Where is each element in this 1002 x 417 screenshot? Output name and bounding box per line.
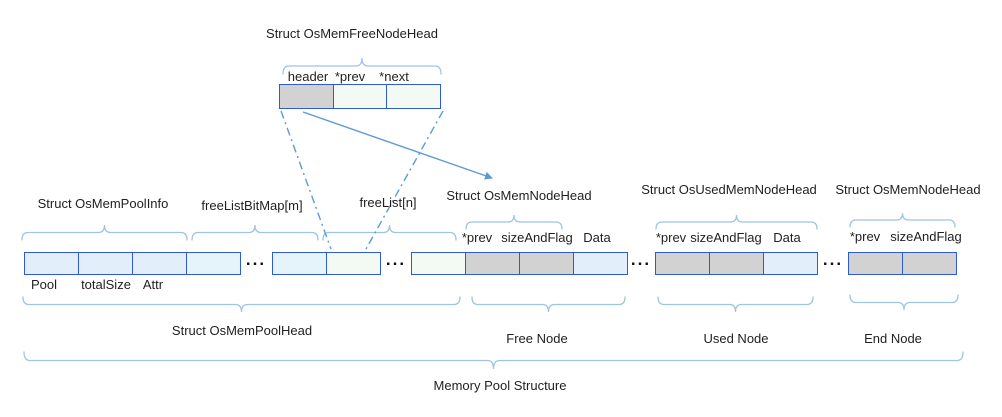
used-node-cells [655, 252, 818, 275]
cell-freelist-first [326, 253, 380, 274]
field-label-prev: *prev [334, 69, 366, 84]
brace-free-list-bitmap [191, 224, 319, 241]
used-node-field-sizeandflag: sizeAndFlag [690, 230, 762, 245]
memory-pool-caption: Memory Pool Structure [433, 378, 567, 393]
cell-attr [132, 253, 186, 274]
free-node-caption: Free Node [506, 331, 568, 346]
arrow-connector [302, 111, 493, 180]
cell-free-prev [465, 253, 519, 274]
cell-pool [25, 253, 78, 274]
freelist-and-free-node-cells [411, 252, 628, 275]
brace-memory-pool [23, 351, 964, 370]
pool-info-and-bitmap-cells [24, 252, 241, 275]
end-node-caption: End Node [864, 331, 922, 346]
cell-free-data [573, 253, 627, 274]
end-node-field-sizeandflag: sizeAndFlag [890, 229, 962, 244]
projection-line-right [365, 110, 444, 250]
end-node-field-prev: *prev [849, 229, 881, 244]
cell-bitmap-last [273, 253, 326, 274]
used-node-field-data: Data [773, 230, 801, 245]
free-node-head-title: Struct OsMemFreeNodeHead [266, 26, 438, 41]
cell-head-next [386, 85, 441, 108]
ellipsis-free-used: ... [630, 250, 652, 269]
brace-free-node [471, 296, 626, 313]
end-node-cells [848, 252, 957, 275]
free-node-title: Struct OsMemNodeHead [446, 188, 592, 203]
end-node-title: Struct OsMemNodeHead [835, 182, 981, 197]
brace-free-node-head-fields [465, 214, 563, 230]
free-node-field-prev: *prev [461, 230, 493, 245]
pool-field-pool: Pool [30, 277, 58, 292]
free-node-head-box [279, 84, 441, 109]
brace-end-node [849, 294, 959, 311]
brace-used-node [657, 296, 814, 313]
bitmap-and-freelist-cells [272, 252, 381, 275]
cell-head-prev [332, 85, 387, 108]
used-node-title: Struct OsUsedMemNodeHead [641, 182, 817, 197]
ellipsis-bitmap: ... [245, 250, 267, 269]
cell-bitmap-first [186, 253, 240, 274]
cell-head-header [280, 85, 333, 108]
pool-field-totalsize: totalSize [81, 277, 131, 292]
projection-line-left [280, 110, 332, 250]
free-node-field-sizeandflag: sizeAndFlag [501, 230, 573, 245]
cell-totalsize [78, 253, 132, 274]
pool-info-title: Struct OsMemPoolInfo [37, 196, 169, 211]
cell-end-prev [849, 253, 902, 274]
cell-free-sizeandflag [519, 253, 573, 274]
ellipsis-freelist: ... [385, 250, 407, 269]
brace-pool-info [21, 224, 188, 241]
field-label-header: header [287, 69, 329, 84]
cell-used-prev [656, 253, 709, 274]
brace-pool-head [22, 296, 461, 313]
free-list-bitmap-title: freeListBitMap[m] [201, 198, 303, 213]
field-label-next: *next [379, 69, 409, 84]
pool-field-attr: Attr [142, 277, 164, 292]
cell-freelist-last [412, 253, 465, 274]
pool-head-caption: Struct OsMemPoolHead [171, 323, 313, 338]
brace-end-node-head-fields [849, 212, 956, 228]
free-node-field-data: Data [583, 230, 611, 245]
brace-free-list [322, 224, 457, 241]
cell-end-sizeandflag [902, 253, 956, 274]
used-node-field-prev: *prev [655, 230, 687, 245]
used-node-caption: Used Node [703, 331, 769, 346]
free-list-title: freeList[n] [359, 195, 417, 210]
cell-used-data [763, 253, 817, 274]
ellipsis-used-end: ... [822, 250, 844, 269]
brace-used-node-head-fields [655, 214, 818, 230]
cell-used-sizeandflag [709, 253, 763, 274]
